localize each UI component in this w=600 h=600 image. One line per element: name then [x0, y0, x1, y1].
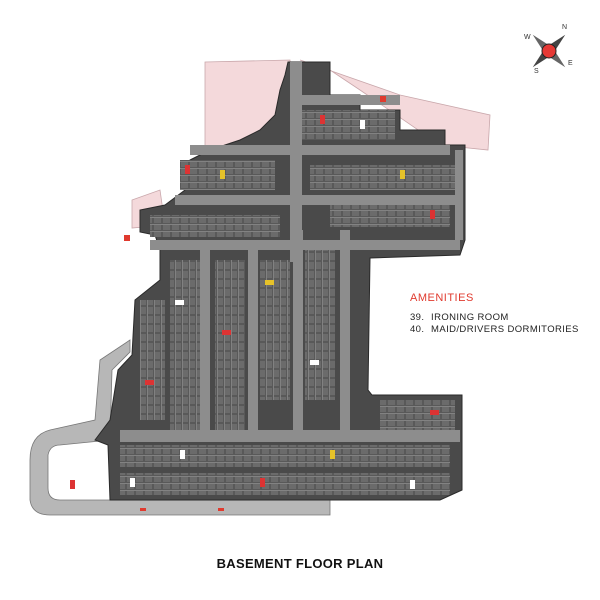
amenity-number: 40. — [410, 324, 425, 335]
compass-north-label: N — [562, 24, 568, 31]
stall-band — [180, 160, 275, 190]
amenity-markers — [124, 96, 386, 511]
amenity-number: 39. — [410, 312, 425, 323]
stall-band — [140, 300, 165, 420]
stall-band — [310, 165, 455, 190]
compass-south-label: S — [534, 68, 539, 75]
amenity-label: IRONING ROOM — [431, 312, 509, 323]
amenity-item: 40. MAID/DRIVERS DORMITORIES — [410, 324, 579, 336]
stall-band — [330, 205, 450, 227]
stall-band — [120, 445, 450, 467]
compass-west-label: W — [524, 34, 531, 41]
plan-title: BASEMENT FLOOR PLAN — [216, 556, 384, 571]
compass-icon — [532, 34, 566, 68]
compass-rose: N E S W — [518, 20, 580, 82]
amenity-item: 39. IRONING ROOM — [410, 312, 579, 324]
amenities-legend: AMENITIES 39. IRONING ROOM 40. MAID/DRIV… — [410, 292, 579, 336]
amenities-title: AMENITIES — [410, 292, 474, 304]
stall-band — [305, 240, 335, 400]
compass-east-label: E — [568, 60, 573, 67]
stall-band — [380, 400, 455, 435]
stall-band — [300, 110, 395, 140]
stall-band — [260, 260, 290, 400]
stall-band — [150, 215, 280, 237]
driveways — [120, 62, 463, 442]
parked-cars — [70, 115, 439, 489]
stall-band — [120, 473, 450, 495]
amenity-label: MAID/DRIVERS DORMITORIES — [431, 324, 579, 335]
stall-band — [215, 260, 245, 430]
stall-band — [170, 260, 200, 430]
